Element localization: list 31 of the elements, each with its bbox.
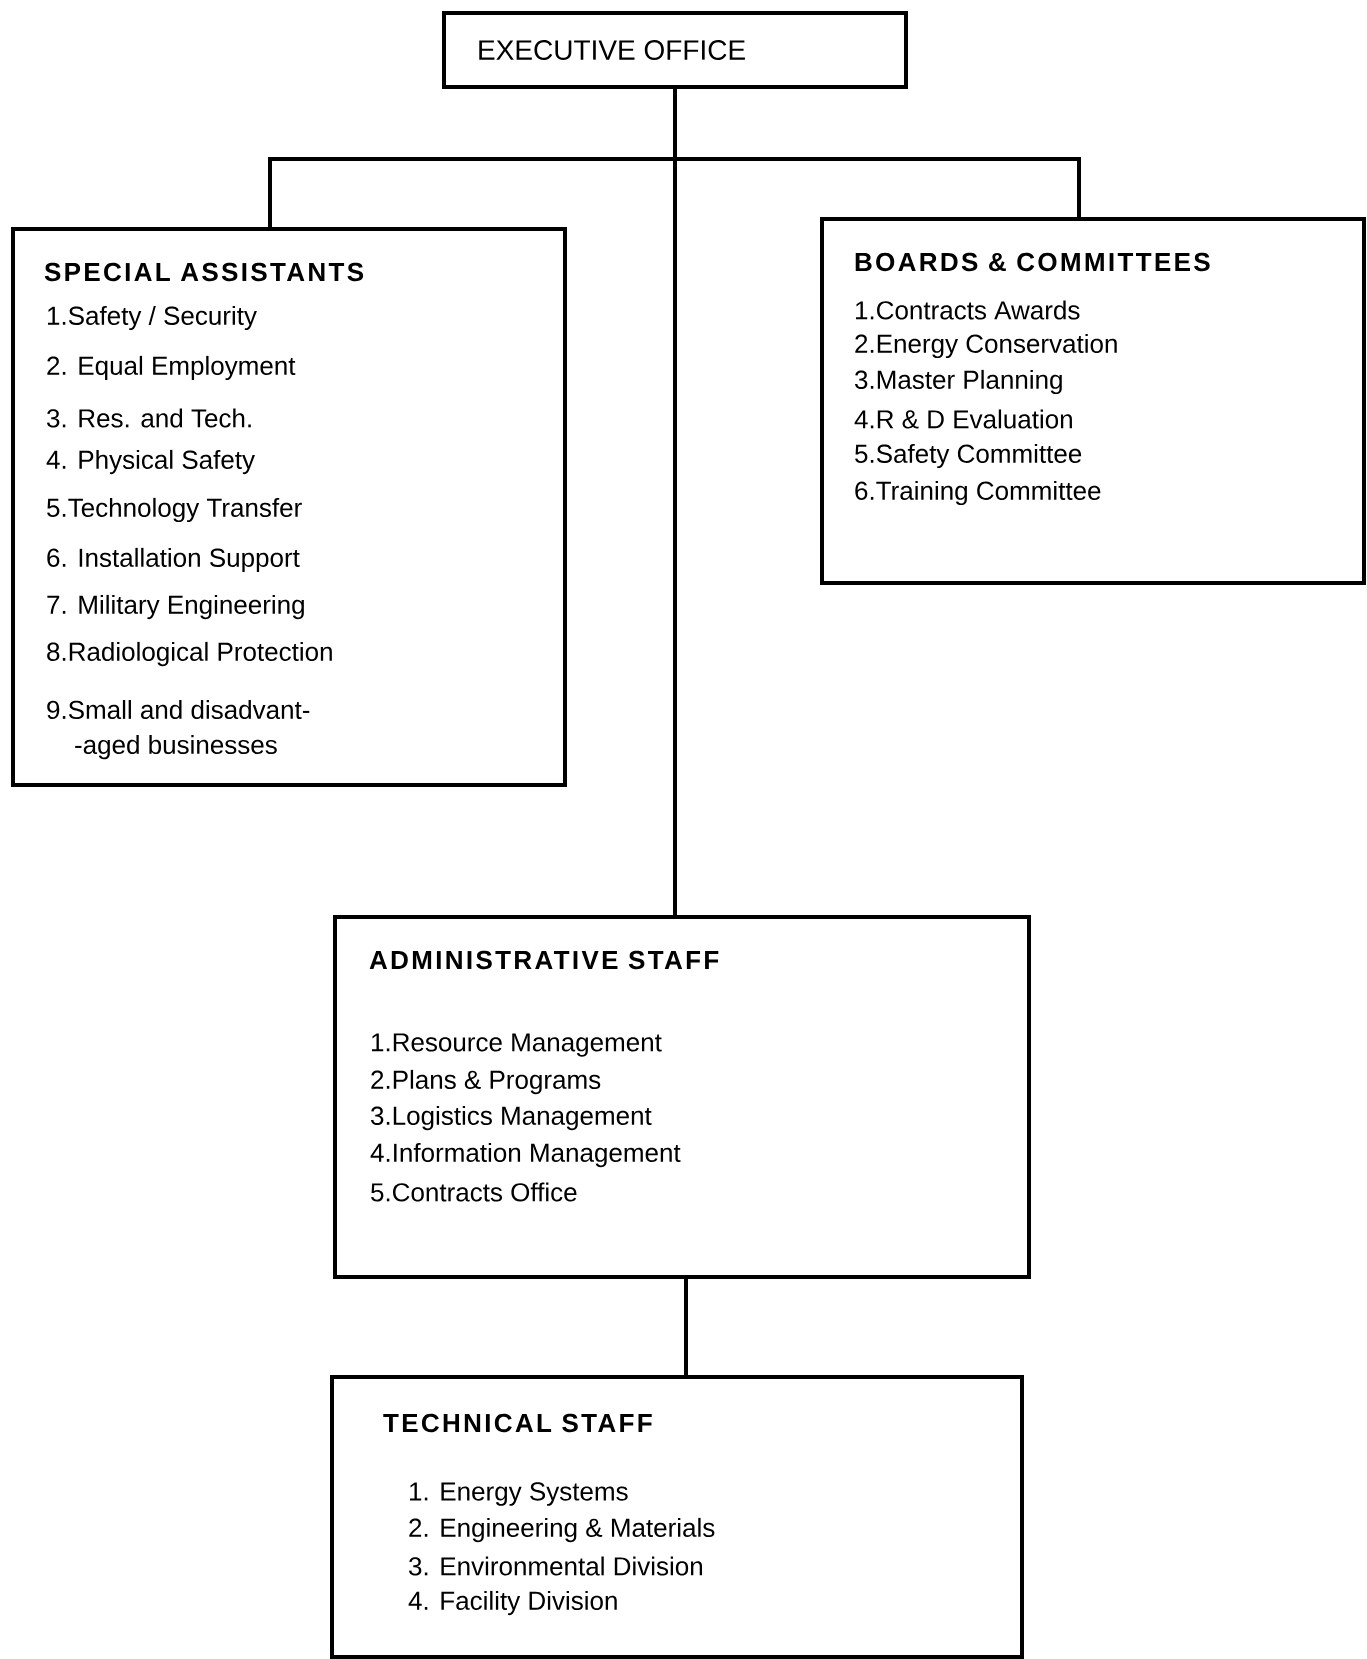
connector-line xyxy=(684,1279,688,1375)
list-item: 3.Logistics Management xyxy=(371,1105,652,1131)
list-item: 2.Energy Conservation xyxy=(855,333,1117,359)
list-item: 1. Energy Systems xyxy=(410,1482,628,1506)
list-item: 9.Small and disadvant- -aged businesses xyxy=(47,700,310,760)
list-item: 6. Installation Support xyxy=(47,547,300,573)
box-heading: ADMINISTRATIVE STAFF xyxy=(369,950,719,970)
list-item: 7. Military Engineering xyxy=(47,594,304,620)
list-item: 3. Res. and Tech. xyxy=(47,408,251,428)
list-item: 8.Radiological Protection xyxy=(47,641,332,667)
box-heading: SPECIAL ASSISTANTS xyxy=(44,262,364,282)
list-item: 1.Contracts Awards xyxy=(856,300,1080,320)
box-heading: TECHNICAL STAFF xyxy=(383,1413,652,1433)
list-item: 2. Equal Employment xyxy=(47,355,296,381)
list-item: 2.Plans & Programs xyxy=(371,1069,601,1095)
list-item: 5.Technology Transfer xyxy=(47,497,302,523)
box-heading: EXECUTIVE OFFICE xyxy=(479,40,745,60)
list-item: 2. Engineering & Materials xyxy=(409,1517,715,1543)
list-item: 1.Safety / Security xyxy=(48,305,257,331)
connector-line xyxy=(673,89,677,915)
list-item: 4.R & D Evaluation xyxy=(854,409,1072,429)
list-item: 3.Master Planning xyxy=(855,369,1062,395)
list-item: 4. Physical Safety xyxy=(46,449,255,475)
list-item: 3. Environmental Division xyxy=(409,1556,702,1576)
list-item: 1.Resource Management xyxy=(372,1033,662,1057)
list-item: 5.Safety Committee xyxy=(855,443,1082,469)
list-item: 4.Information Management xyxy=(370,1142,681,1168)
box-heading: BOARDS & COMMITTEES xyxy=(855,252,1210,272)
list-item: 6.Training Committee xyxy=(855,480,1101,506)
list-item: 5.Contracts Office xyxy=(371,1182,577,1202)
list-item: 4. Facility Division xyxy=(408,1590,617,1616)
